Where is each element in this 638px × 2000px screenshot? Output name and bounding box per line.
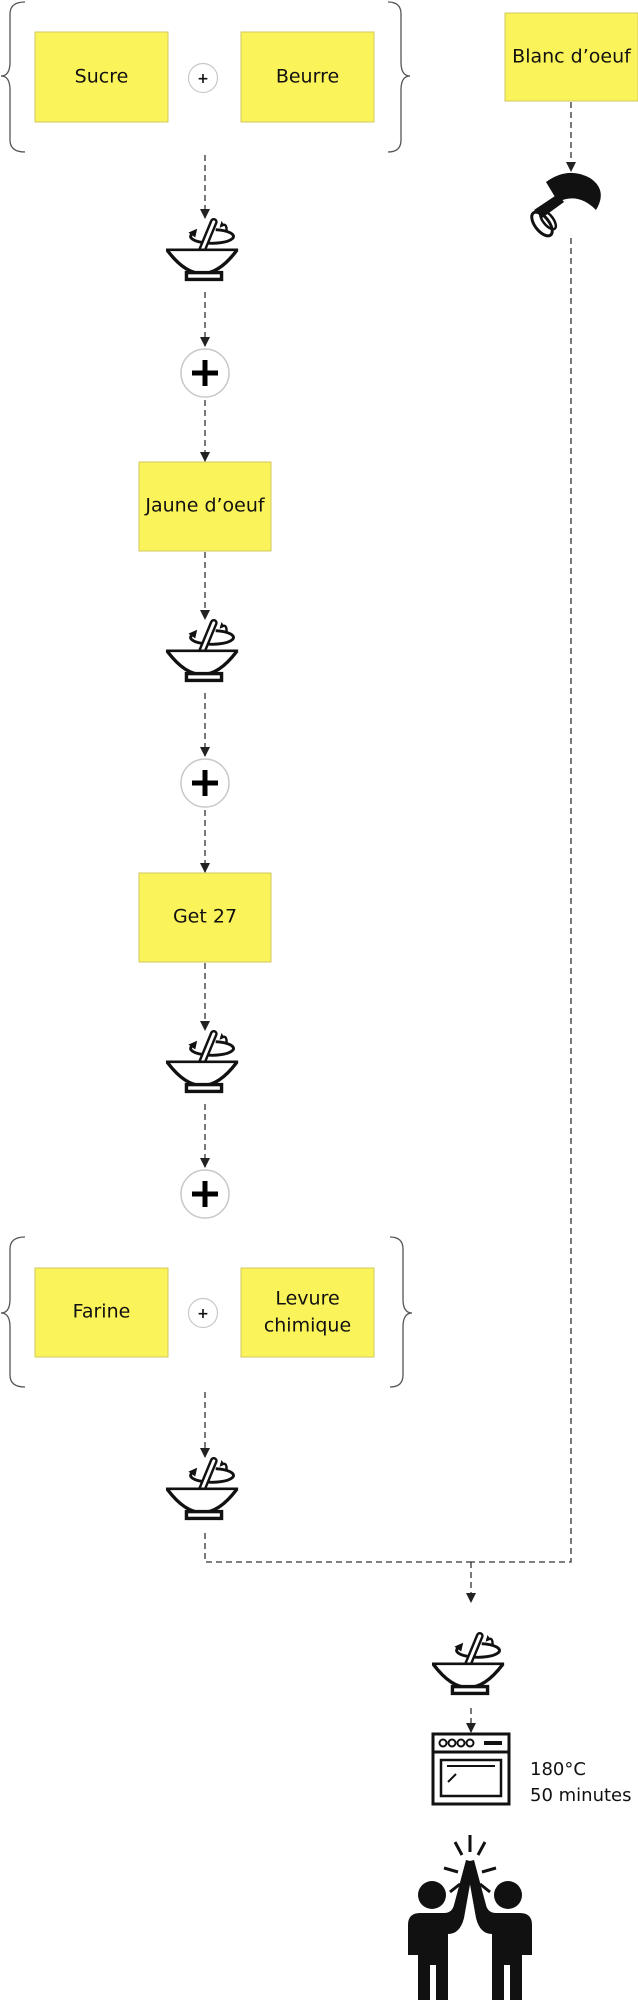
sticky-note-jaune-oeuf: Jaune d’oeuf	[138, 461, 272, 552]
sticky-note-levure-chimique: Levure chimique	[240, 1267, 375, 1358]
sticky-note-sucre: Sucre	[34, 31, 169, 123]
oven-icon	[431, 1732, 511, 1806]
mixing-bowl-icon-2	[166, 622, 238, 681]
oven-duration: 50 minutes	[530, 1785, 632, 1806]
sticky-note-farine: Farine	[34, 1267, 169, 1358]
connector-bowl4-to-merge	[204, 1533, 471, 1563]
bottom-right-bracket	[389, 1236, 413, 1388]
bottom-left-bracket	[0, 1236, 26, 1388]
top-right-bracket	[387, 1, 411, 153]
levure-label-line1: Levure	[275, 1288, 339, 1310]
hand-mixer-icon	[530, 172, 601, 238]
sticky-note-blanc-oeuf: Blanc d’oeuf	[504, 12, 638, 102]
sucre-label: Sucre	[75, 66, 129, 88]
blanc-oeuf-label: Blanc d’oeuf	[512, 46, 632, 68]
jaune-oeuf-label: Jaune d’oeuf	[144, 495, 266, 517]
get27-label: Get 27	[173, 906, 237, 928]
small-plus-top: +	[187, 62, 219, 94]
mixing-bowl-icon-4	[166, 1460, 238, 1519]
small-plus-top-label: +	[197, 71, 209, 87]
plus-circle-icon-1	[181, 349, 229, 397]
high-five-icon	[408, 1835, 532, 2000]
top-left-bracket	[0, 1, 26, 153]
oven-temperature: 180°C	[530, 1759, 586, 1780]
small-plus-bottom: +	[187, 1297, 219, 1329]
mixing-bowl-icon-3	[166, 1033, 238, 1092]
mixing-bowl-icon-1	[166, 221, 238, 279]
sticky-note-beurre: Beurre	[240, 31, 375, 123]
levure-label-line2: chimique	[264, 1315, 351, 1337]
connector-mixer-to-merge	[471, 238, 572, 1563]
flow-connectors	[200, 102, 576, 1733]
small-plus-bottom-label: +	[197, 1306, 209, 1322]
farine-label: Farine	[73, 1301, 131, 1323]
sticky-note-get27: Get 27	[138, 872, 272, 963]
mixing-bowl-icon-5	[432, 1635, 504, 1694]
beurre-label: Beurre	[276, 66, 339, 88]
plus-circle-icon-2	[181, 759, 229, 807]
plus-circle-icon-3	[181, 1170, 229, 1218]
